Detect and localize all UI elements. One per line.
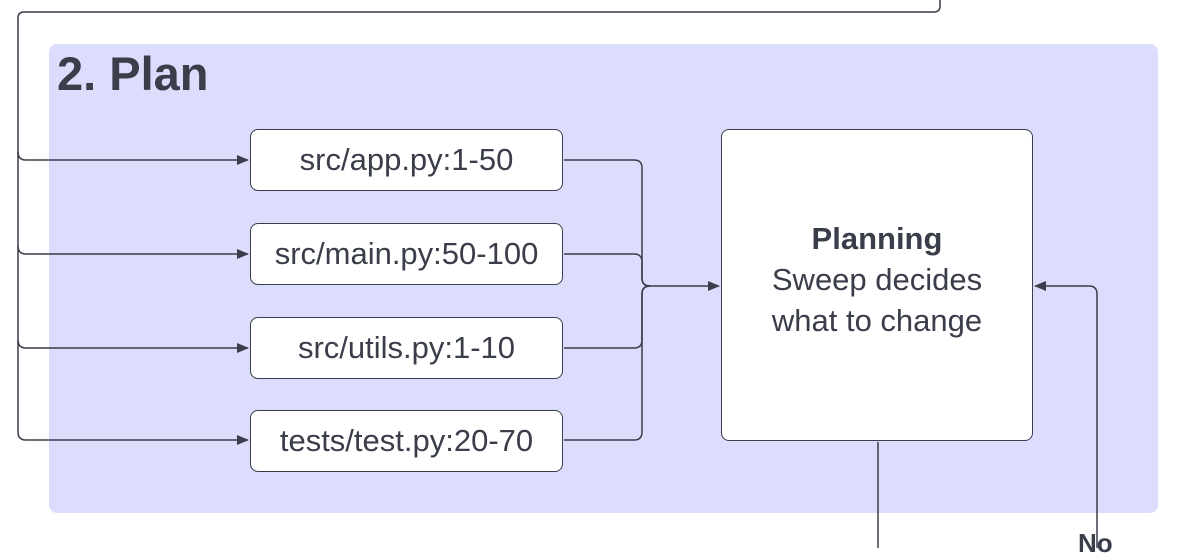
stage-title: 2. Plan [57, 47, 209, 100]
file-snippet-box-2: src/main.py:50-100 [250, 223, 563, 285]
file-snippet-box-3: src/utils.py:1-10 [250, 317, 563, 379]
planning-title: Planning [811, 221, 943, 256]
arrow-to-file-3 [17, 339, 249, 353]
file-snippet-box-1: src/app.py:1-50 [250, 129, 563, 191]
merge-from-file-4 [564, 285, 651, 441]
file-snippet-box-4: tests/test.py:20-70 [250, 410, 563, 472]
incoming-connector [17, 0, 941, 441]
feedback-no-connector [1034, 281, 1098, 548]
arrow-to-file-2 [17, 245, 249, 259]
merge-from-file-1 [564, 159, 651, 287]
decision-no-label: No [1078, 528, 1113, 558]
arrow-to-file-1 [17, 151, 249, 165]
merge-from-file-2 [564, 253, 651, 287]
merge-from-file-3 [564, 285, 651, 349]
planning-node: Planning Sweep decides what to change [721, 129, 1033, 441]
planning-description: Sweep decides what to change [771, 262, 983, 338]
